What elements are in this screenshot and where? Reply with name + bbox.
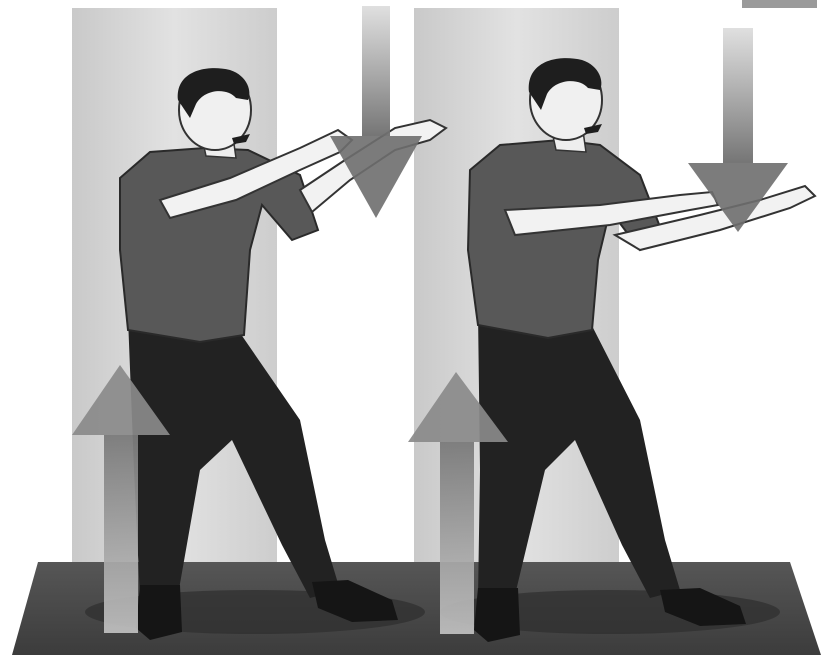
corner-mark bbox=[742, 0, 817, 8]
